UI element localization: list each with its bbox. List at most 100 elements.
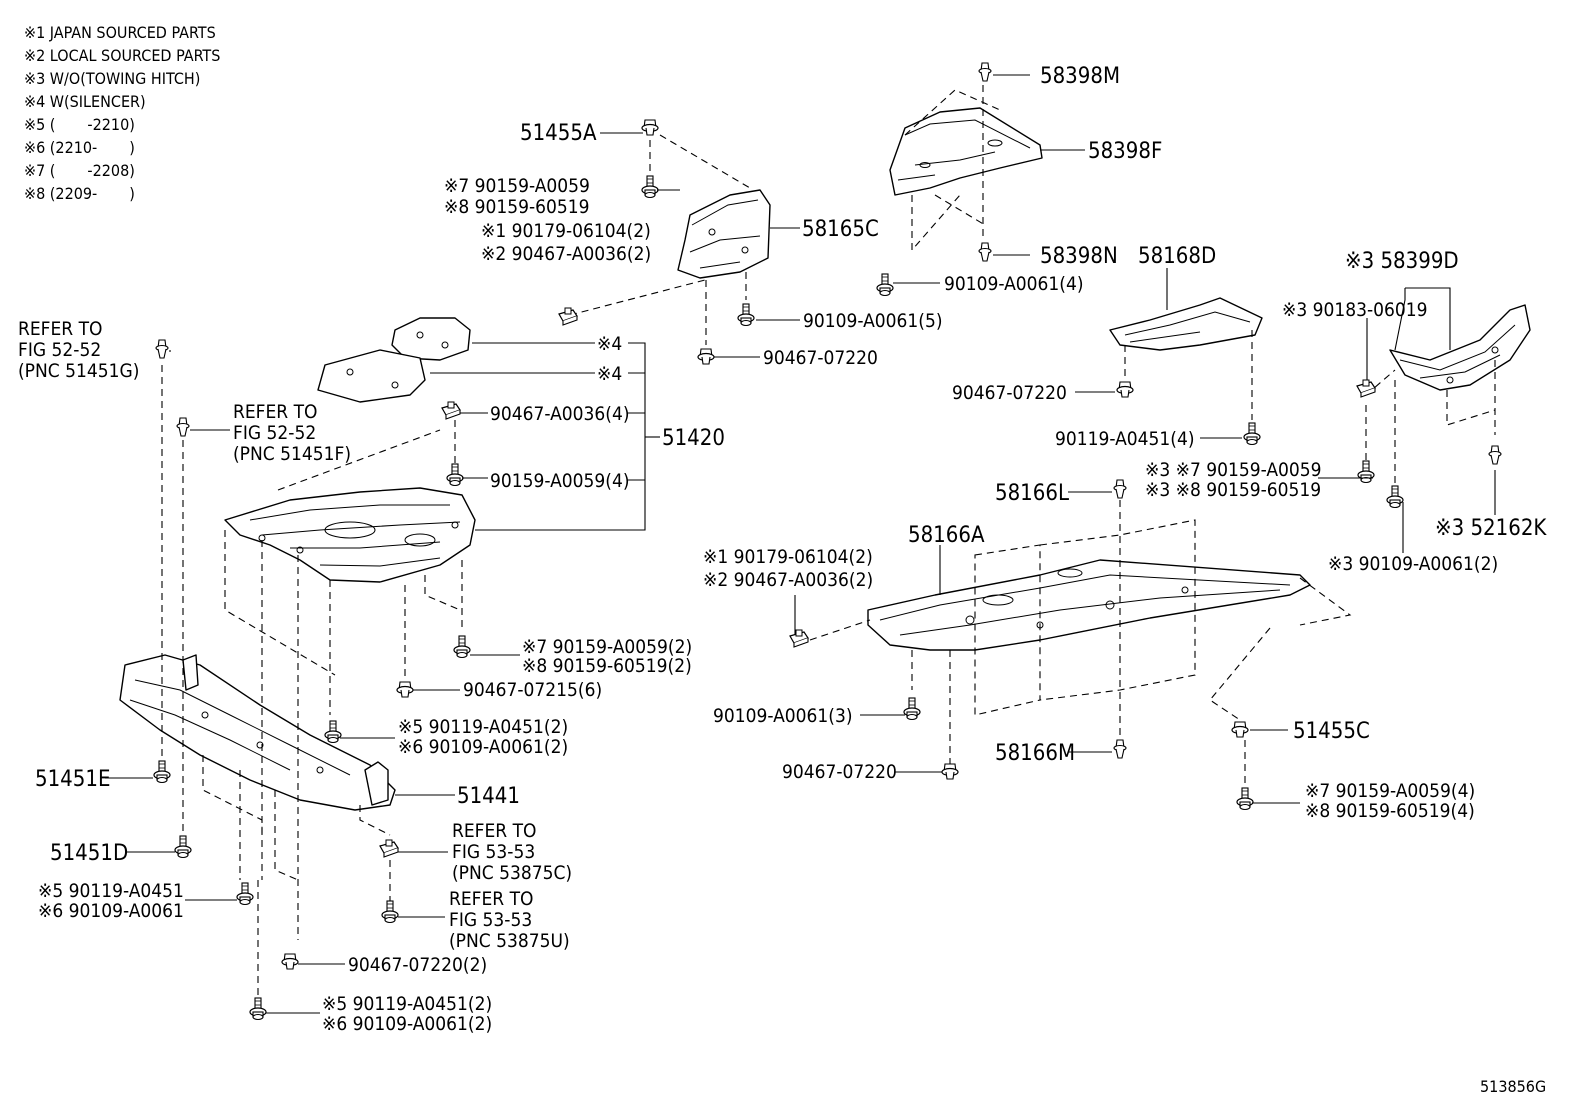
label-58166m[interactable]: 58166M [995,741,1075,766]
clip-90467-07220-mid[interactable] [1116,381,1134,398]
label-51420[interactable]: 51420 [662,426,725,451]
bolt-90159-a0059-r3[interactable] [1357,460,1375,484]
nut-90467-a0036-4[interactable] [441,401,461,420]
label-r4-b[interactable]: ※4 [597,363,622,385]
pin-58166m[interactable] [1113,739,1127,759]
label-r5-90119-a0451-2-b[interactable]: ※5 90119-A0451(2) [322,993,492,1015]
bolt-90159-a0059-top[interactable] [641,175,659,199]
label-90119-a0451-4[interactable]: 90119-A0451(4) [1055,428,1195,450]
nut-90183-06019[interactable] [1356,379,1376,398]
part-58398f-shape[interactable] [889,107,1043,196]
nut-90179-06104-mid[interactable] [789,629,809,648]
label-r4-a[interactable]: ※4 [597,333,622,355]
bolt-90119-a0451-2-b[interactable] [249,997,267,1021]
bolt-90159-a0059-4[interactable] [446,463,464,487]
label-58398n[interactable]: 58398N [1040,244,1118,269]
part-silencer-pad-lower[interactable] [317,349,426,403]
label-r1-90179-06104-top[interactable]: ※1 90179-06104(2) [481,220,651,242]
pin-58166l[interactable] [1113,479,1127,499]
label-90467-07215-6[interactable]: 90467-07215(6) [463,679,602,701]
label-r7-90159-a0059-4[interactable]: ※7 90159-A0059(4) [1305,780,1475,802]
label-r7-90159-a0059-top[interactable]: ※7 90159-A0059 [444,175,590,197]
label-90467-07220-top[interactable]: 90467-07220 [763,347,878,369]
label-r6-90109-a0061-2-a[interactable]: ※6 90109-A0061(2) [398,736,568,758]
label-58165c[interactable]: 58165C [802,217,879,242]
label-r8-90159-60519-4[interactable]: ※8 90159-60519(4) [1305,800,1475,822]
label-90467-07220-mid[interactable]: 90467-07220 [952,382,1067,404]
label-90159-a0059-4[interactable]: 90159-A0059(4) [490,470,630,492]
label-r3-90109-a0061-2[interactable]: ※3 90109-A0061(2) [1328,553,1498,575]
pin-51451f[interactable] [176,417,190,437]
label-r5-90119-a0451-2-a[interactable]: ※5 90119-A0451(2) [398,716,568,738]
label-r2-90467-a0036-top[interactable]: ※2 90467-A0036(2) [481,243,651,265]
label-58168d[interactable]: 58168D [1138,244,1216,269]
label-r7-90159-a0059-2[interactable]: ※7 90159-A0059(2) [522,636,692,658]
label-51451d[interactable]: 51451D [50,841,128,866]
label-r8-90159-60519-2[interactable]: ※8 90159-60519(2) [522,655,692,677]
part-58168d-shape[interactable] [1109,297,1263,351]
reference-53875u[interactable]: REFER TO FIG 53-53 (PNC 53875U) [449,888,570,952]
nut-90179-06104-top[interactable] [558,307,578,326]
bolt-53875u[interactable] [381,900,399,924]
clip-90467-07220-2[interactable] [281,953,299,970]
bolt-90109-a0061-3[interactable] [903,697,921,721]
bolt-90119-a0451-4[interactable] [1243,422,1261,446]
label-51455a[interactable]: 51455A [520,121,597,146]
label-r3r8-90159-60519[interactable]: ※3 ※8 90159-60519 [1145,479,1321,501]
label-58398f[interactable]: 58398F [1088,139,1162,164]
part-58166a-shape[interactable] [867,559,1311,651]
bolt-51451e[interactable] [153,760,171,784]
bolt-90109-a0061-4[interactable] [876,273,894,297]
label-r2-90467-a0036-mid[interactable]: ※2 90467-A0036(2) [703,569,873,591]
pin-58398n[interactable] [978,242,992,262]
part-58165c-shape[interactable] [677,189,771,279]
label-52162k[interactable]: ※3 52162K [1435,516,1547,541]
label-90467-07220-2[interactable]: 90467-07220(2) [348,954,487,976]
label-58398m[interactable]: 58398M [1040,64,1120,89]
label-r8-90159-60519-top[interactable]: ※8 90159-60519 [444,196,590,218]
label-90109-a0061-4-top[interactable]: 90109-A0061(4) [944,273,1084,295]
label-51441[interactable]: 51441 [457,784,520,809]
reference-51451g[interactable]: REFER TO FIG 52-52 (PNC 51451G) [18,318,139,382]
label-58166a[interactable]: 58166A [908,523,985,548]
nut-53875c[interactable] [379,839,399,858]
part-silencer-pad-upper[interactable] [391,317,471,361]
label-r3-90183-06019[interactable]: ※3 90183-06019 [1282,299,1428,321]
clip-51455a[interactable] [641,119,659,136]
clip-90467-07220-bot[interactable] [941,763,959,780]
label-r3r7-90159-a0059[interactable]: ※3 ※7 90159-A0059 [1145,459,1322,481]
label-r5-90119-a0451[interactable]: ※5 90119-A0451 [38,880,184,902]
label-58166l[interactable]: 58166L [995,481,1069,506]
label-51451e[interactable]: 51451E [35,767,110,792]
label-90109-a0061-5[interactable]: 90109-A0061(5) [803,310,943,332]
part-51420-shape[interactable] [224,487,476,583]
label-90109-a0061-3[interactable]: 90109-A0061(3) [713,705,853,727]
legend-item-6: ※6 (2210- ) [24,138,135,157]
label-r1-90179-06104-mid[interactable]: ※1 90179-06104(2) [703,546,873,568]
reference-53875c[interactable]: REFER TO FIG 53-53 (PNC 53875C) [452,820,572,884]
bolt-90119-a0451[interactable] [236,882,254,906]
label-90467-07220-bot[interactable]: 90467-07220 [782,761,897,783]
bolt-90159-a0059-4-r7[interactable] [1236,787,1254,811]
bolt-51451d[interactable] [174,835,192,859]
pin-51451g[interactable] [155,339,169,359]
bolt-90109-a0061-2-r3[interactable] [1386,485,1404,509]
reference-51451f[interactable]: REFER TO FIG 52-52 (PNC 51451F) [233,401,351,465]
part-58399d-shape[interactable] [1389,304,1531,391]
bolt-90159-a0059-2[interactable] [453,635,471,659]
label-51455c[interactable]: 51455C [1293,719,1370,744]
label-90467-a0036-4[interactable]: 90467-A0036(4) [490,403,630,425]
bolt-90109-a0061-5[interactable] [737,303,755,327]
clip-51455c[interactable] [1231,721,1249,738]
pin-58398m[interactable] [978,62,992,82]
part-51441-shape[interactable] [119,654,396,811]
clip-90467-07220-top[interactable] [697,348,715,365]
pin-52162k[interactable] [1488,445,1502,465]
bolt-90119-a0451-2-a[interactable] [324,720,342,744]
label-r6-90109-a0061[interactable]: ※6 90109-A0061 [38,900,184,922]
svg-text:(PNC 53875U): (PNC 53875U) [449,930,570,952]
label-r6-90109-a0061-2-b[interactable]: ※6 90109-A0061(2) [322,1013,492,1035]
label-58399d[interactable]: ※3 58399D [1345,249,1459,274]
clip-90467-07215-6[interactable] [396,681,414,698]
